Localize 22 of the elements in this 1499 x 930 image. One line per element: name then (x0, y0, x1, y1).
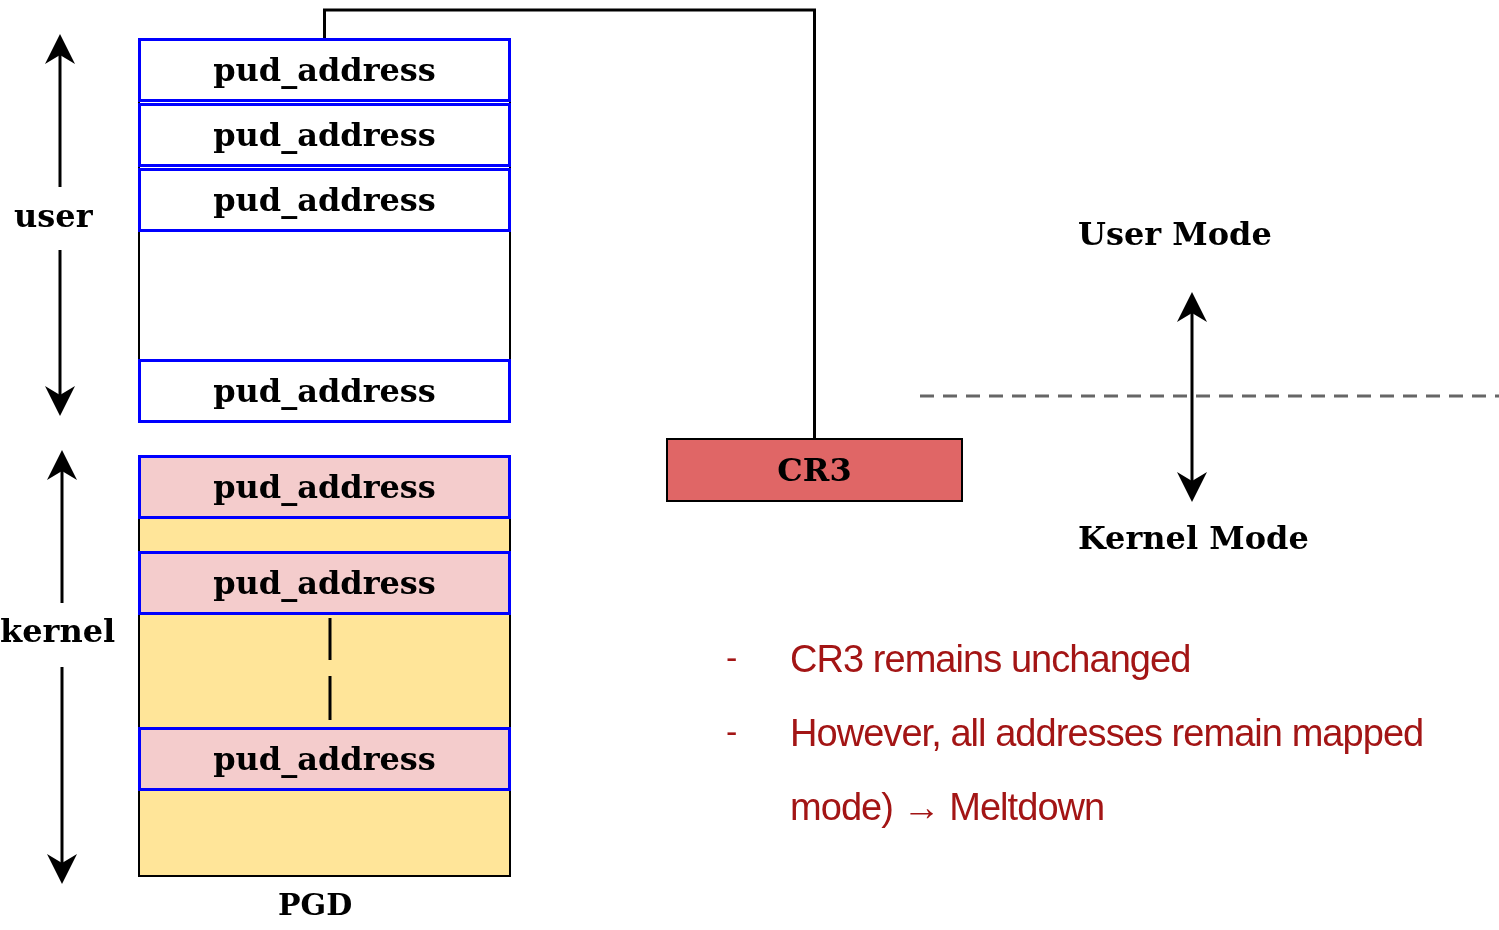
table-box (138, 38, 511, 423)
bullet-text: CR3 remains unchanged (790, 640, 1191, 678)
mode-label: Kernel Mode (1078, 522, 1309, 554)
bullet-dash: - (726, 640, 738, 674)
entry-box (138, 38, 511, 102)
bullet-text: mode) → Meltdown (790, 788, 1105, 826)
register-box (666, 438, 963, 502)
connector-line (323, 8, 816, 438)
bullet-text: However, all addresses remain mapped (790, 714, 1424, 752)
entry-box (138, 455, 511, 519)
entry-box (138, 168, 511, 232)
entry-text: CR3 (777, 454, 852, 486)
entry-box (138, 551, 511, 615)
bullet-dash: - (726, 714, 738, 748)
entry-box (138, 359, 511, 423)
table-caption: PGD (278, 890, 353, 920)
table-box (138, 455, 511, 877)
entry-box (138, 727, 511, 791)
mode-label: User Mode (1078, 218, 1272, 250)
side-label: user (14, 200, 93, 232)
entry-box (138, 103, 511, 167)
side-label: kernel (0, 615, 116, 647)
